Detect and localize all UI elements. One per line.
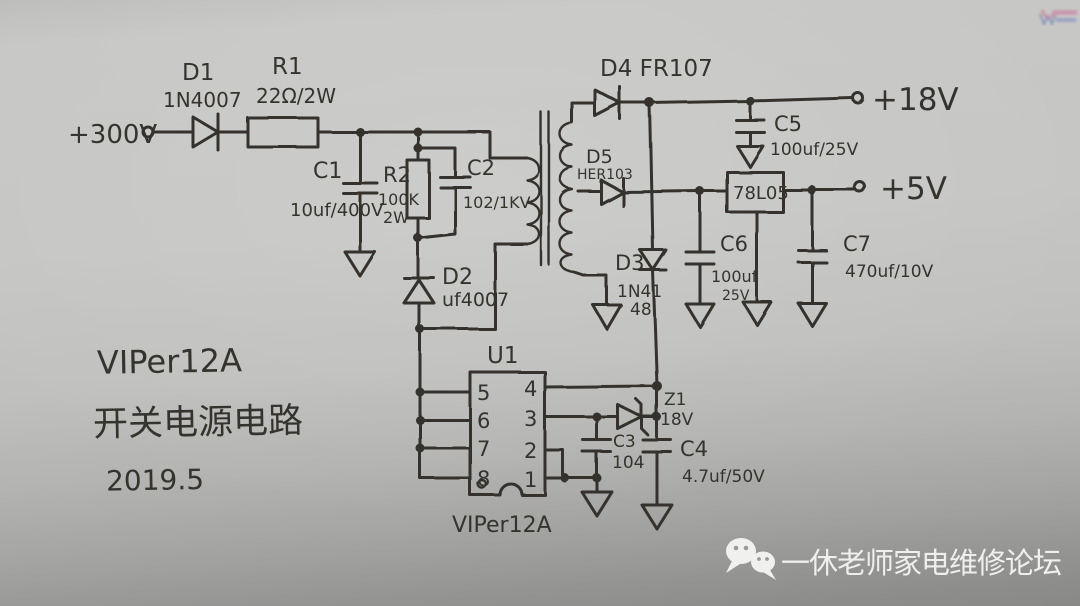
u1-ref-label: U1 xyxy=(487,343,518,369)
d5-ref-label: D5 xyxy=(586,146,613,168)
forum-watermark-text: 一休老师家电维修论坛 xyxy=(781,546,1061,580)
r1-value-label: 22Ω/2W xyxy=(256,84,336,108)
c1-ref-label: C1 xyxy=(313,159,342,184)
78l05-label: 78L05 xyxy=(733,183,789,204)
diode-d1 xyxy=(191,112,250,152)
diode-d4 xyxy=(593,85,854,121)
r2-ref-label: R2 xyxy=(383,163,411,187)
u1-pin2-label: 2 xyxy=(524,439,537,463)
c1-value-label: 10uf/400V xyxy=(290,200,384,221)
title-line-2: 开关电源电路 xyxy=(93,401,304,445)
ic-u1-body xyxy=(468,370,547,497)
title-block: VIPer12A 开关电源电路 2019.5 xyxy=(93,341,304,498)
title-line-3: 2019.5 xyxy=(106,463,205,498)
ground-wire-pins12 xyxy=(543,448,599,480)
d4-ref-label: D4 FR107 xyxy=(600,56,713,82)
d3-value2-label: 48 xyxy=(630,300,652,320)
d2-ref-label: D2 xyxy=(442,265,473,290)
c3-value-label: 104 xyxy=(612,453,644,473)
capacitor-c3 xyxy=(580,415,614,518)
d1-value-label: 1N4007 xyxy=(163,88,242,112)
transformer-primary-winding xyxy=(418,156,541,331)
c2-value-label: 102/1KV xyxy=(463,193,531,212)
u1-pin1-label: 1 xyxy=(524,468,537,492)
u1-pin8-label: 8 xyxy=(477,467,490,491)
input-terminal xyxy=(141,125,195,139)
z1-value-label: 18V xyxy=(660,410,694,430)
corner-logo xyxy=(1039,9,1077,27)
d3-ref-label: D3 xyxy=(615,251,645,275)
output-18v-label: +18V xyxy=(872,82,959,118)
forum-watermark: 一休老师家电维修论坛 xyxy=(726,538,1062,580)
d2-value-label: uf4007 xyxy=(442,289,509,311)
c5-value-label: 100uf/25V xyxy=(770,140,859,160)
u1-pin7-label: 7 xyxy=(477,437,490,461)
u1-pin6-label: 6 xyxy=(477,409,490,433)
output-5v-terminal xyxy=(853,180,867,194)
capacitor-c5 xyxy=(734,99,766,169)
output-18v-terminal xyxy=(851,91,865,105)
capacitor-c2 xyxy=(416,146,472,240)
r2-value2-label: 2W xyxy=(383,208,409,227)
transformer-secondary-winding xyxy=(558,101,623,331)
transformer-core xyxy=(539,110,551,267)
u1-pin3-label: 3 xyxy=(524,407,537,431)
wechat-icon xyxy=(726,538,776,580)
u1-pin-numbers: 5 6 7 8 4 3 2 1 xyxy=(477,377,537,492)
c5-ref-label: C5 xyxy=(774,112,802,136)
diode-d3 xyxy=(638,101,668,388)
component-labels: +300V D1 1N4007 R1 22Ω/2W C1 10uf/400V R… xyxy=(68,54,959,538)
u1-pin4-label: 4 xyxy=(524,377,537,401)
u1-part-label: VIPer12A xyxy=(452,513,552,538)
input-label: +300V xyxy=(68,120,157,150)
u1-pin5-label: 5 xyxy=(477,381,490,405)
output-5v-label: +5V xyxy=(880,171,947,207)
regulator-78l05-body xyxy=(725,170,856,327)
resistor-r1 xyxy=(246,116,529,160)
d1-ref-label: D1 xyxy=(182,60,214,86)
c4-value-label: 4.7uf/50V xyxy=(682,467,765,487)
z1-ref-label: Z1 xyxy=(664,390,686,410)
c7-value-label: 470uf/10V xyxy=(845,262,934,282)
r1-ref-label: R1 xyxy=(272,54,303,80)
c6-value1-label: 100uf xyxy=(711,267,758,286)
c6-ref-label: C6 xyxy=(720,232,748,256)
d5-value-label: HER103 xyxy=(577,167,633,183)
capacitor-c7 xyxy=(796,188,828,328)
d3-value1-label: 1N41 xyxy=(617,282,662,302)
drain-bus xyxy=(418,327,472,480)
diode-d2 xyxy=(402,236,436,331)
capacitor-c1 xyxy=(341,130,379,278)
c7-ref-label: C7 xyxy=(843,232,871,256)
title-line-1: VIPer12A xyxy=(97,341,243,382)
r2-value1-label: 100K xyxy=(378,190,420,209)
junction-dots xyxy=(355,96,817,483)
c2-ref-label: C2 xyxy=(467,156,495,180)
c4-ref-label: C4 xyxy=(680,437,708,461)
capacitor-c6 xyxy=(684,189,716,329)
c3-ref-label: C3 xyxy=(613,432,636,452)
vdd-wire xyxy=(543,384,659,389)
c6-value2-label: 25V xyxy=(722,288,750,304)
